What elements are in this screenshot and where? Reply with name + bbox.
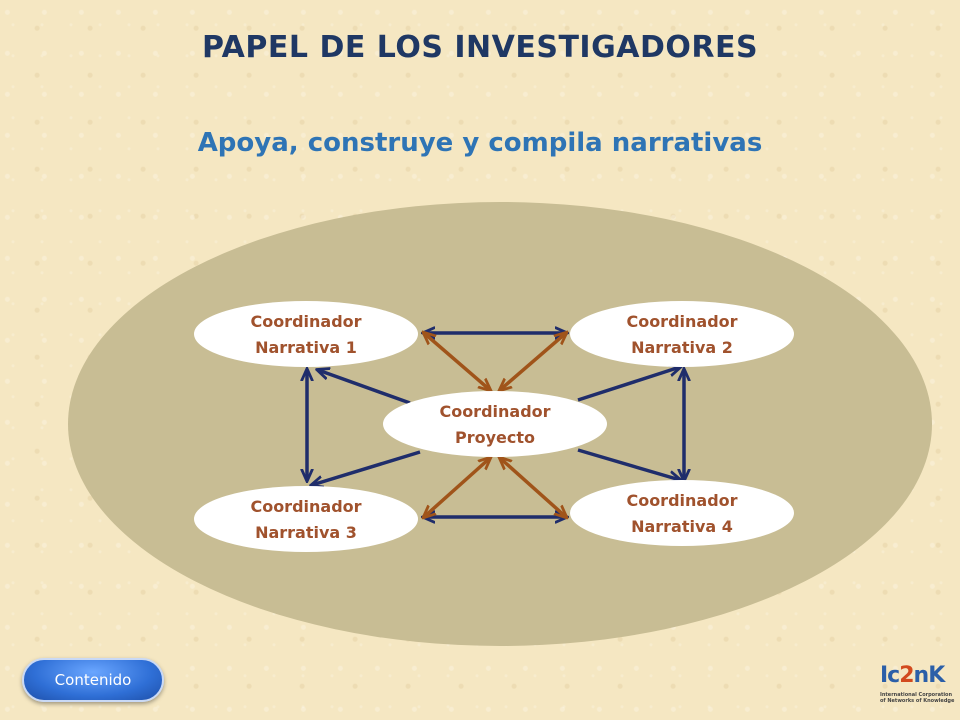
- brown-arrows: [424, 333, 566, 517]
- logo-part-accent: 2: [899, 663, 914, 688]
- node-narrativa-4-line1: Coordinador: [626, 491, 737, 510]
- node-proyecto: Coordinador Proyecto: [383, 391, 607, 457]
- arrow-brown-n1-center: [424, 333, 490, 390]
- contenido-button[interactable]: Contenido: [22, 658, 164, 702]
- node-narrativa-2: Coordinador Narrativa 2: [570, 301, 794, 367]
- node-narrativa-1-line2: Narrativa 1: [255, 338, 357, 357]
- page-title: PAPEL DE LOS INVESTIGADORES: [201, 30, 759, 65]
- icnk-logo: Ic2nK International Corporation of Netwo…: [880, 664, 956, 716]
- logo-part-b: nK: [913, 663, 946, 688]
- page-subtitle: Apoya, construye y compila narrativas: [197, 128, 763, 158]
- node-narrativa-3-line2: Narrativa 3: [255, 523, 357, 542]
- node-proyecto-line2: Proyecto: [455, 428, 535, 447]
- arrow-center-n4: [577, 448, 680, 480]
- arrow-center-n3: [312, 450, 421, 485]
- arrow-center-n2: [577, 367, 680, 402]
- logo-subtitle: International Corporation of Networks of…: [880, 692, 956, 704]
- logo-wordmark: Ic2nK: [880, 664, 956, 688]
- node-narrativa-3-line1: Coordinador: [250, 497, 361, 516]
- node-narrativa-4: Coordinador Narrativa 4: [570, 480, 794, 546]
- node-narrativa-1: Coordinador Narrativa 1: [194, 301, 418, 367]
- arrow-center-n1: [318, 370, 411, 405]
- arrow-brown-n4-center: [500, 458, 566, 517]
- arrow-brown-n3-center: [424, 458, 490, 517]
- node-proyecto-line1: Coordinador: [439, 402, 550, 421]
- node-narrativa-4-line2: Narrativa 4: [631, 517, 733, 536]
- arrow-brown-n2-center: [500, 333, 566, 390]
- node-narrativa-1-line1: Coordinador: [250, 312, 361, 331]
- node-narrativa-3: Coordinador Narrativa 3: [194, 486, 418, 552]
- logo-subtitle-line1: International Corporation: [880, 692, 953, 698]
- logo-subtitle-line2: of Networks of Knowledge: [880, 698, 955, 704]
- node-narrativa-2-line2: Narrativa 2: [631, 338, 733, 357]
- logo-part-a: Ic: [880, 663, 900, 688]
- node-narrativa-2-line1: Coordinador: [626, 312, 737, 331]
